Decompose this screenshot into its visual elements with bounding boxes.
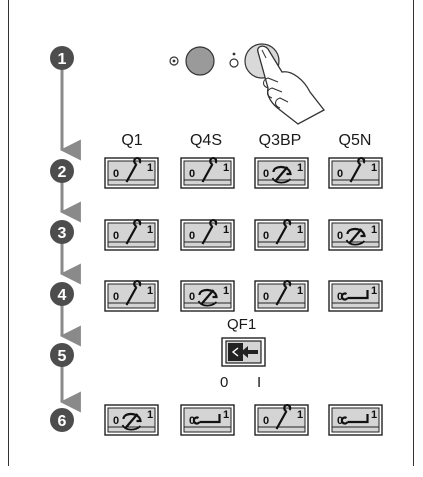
- switch-label-off: 0: [113, 291, 119, 303]
- switch-label-off: 0: [263, 230, 269, 242]
- switch-label-on: 1: [147, 409, 153, 421]
- column-header-q4s: Q4S: [189, 132, 222, 149]
- step-badge-1: 1: [50, 46, 74, 70]
- switch-label-off: 0: [113, 415, 119, 427]
- switch-label-on: 1: [147, 162, 153, 174]
- switch-label-on: 1: [371, 162, 377, 174]
- switch-label-off: 0: [337, 415, 343, 427]
- handle-on-icon: [125, 157, 142, 183]
- switch-label-off: 0: [113, 168, 119, 180]
- lamp-left: [185, 46, 215, 76]
- handle-on-icon: [201, 157, 218, 183]
- step-badge-2: 2: [50, 159, 74, 183]
- step-badge-4: 4: [50, 282, 74, 306]
- switch-label-off: 0: [337, 291, 343, 303]
- step-number-5: 5: [58, 348, 67, 365]
- switch-label-on: 1: [223, 409, 229, 421]
- handle-off-icon: [340, 414, 369, 425]
- step-number-6: 6: [58, 413, 67, 430]
- lamp-on-symbol-icon: [229, 58, 239, 68]
- switch-label-on: 1: [371, 409, 377, 421]
- lamp-off-symbol-icon: [169, 56, 179, 66]
- switch-label-on: 1: [297, 162, 303, 174]
- step-number-2: 2: [58, 164, 67, 181]
- diagram-frame: [8, 0, 414, 466]
- column-header-q3bp: Q3BP: [258, 132, 302, 149]
- handle-turning-icon: [346, 227, 366, 244]
- switch-label-off: 0: [263, 168, 269, 180]
- handle-on-icon: [125, 219, 142, 245]
- breaker-lever: [228, 343, 243, 361]
- switch-label-off: 0: [337, 230, 343, 242]
- switch-label-off: 0: [189, 291, 195, 303]
- switch-label-off: 0: [189, 168, 195, 180]
- switch-label-on: 1: [223, 162, 229, 174]
- switch-label-on: 1: [147, 285, 153, 297]
- switch-label-on: 1: [297, 285, 303, 297]
- rotation-arrow-icon: [345, 239, 366, 246]
- breaker-name: QF1: [227, 316, 257, 333]
- breaker-label-on: I: [257, 374, 262, 391]
- column-header-q5n: Q5N: [338, 132, 372, 149]
- step-badge-6: 6: [50, 408, 74, 432]
- breaker-arrow-icon: [241, 346, 258, 358]
- rotation-arrow-icon: [121, 424, 142, 431]
- switch-label-on: 1: [147, 224, 153, 236]
- handle-off-icon: [340, 290, 369, 301]
- switch-label-on: 1: [223, 224, 229, 236]
- switch-label-on: 1: [371, 285, 377, 297]
- switch-label-off: 0: [189, 415, 195, 427]
- switch-label-off: 0: [263, 291, 269, 303]
- handle-on-icon: [275, 219, 292, 245]
- switch-label-on: 1: [223, 285, 229, 297]
- handle-on-icon: [275, 280, 292, 306]
- step-number-3: 3: [58, 225, 67, 242]
- switch-label-off: 0: [337, 168, 343, 180]
- switch-label-off: 0: [263, 415, 269, 427]
- step-badge-5: 5: [50, 343, 74, 367]
- rotation-arrow-icon: [271, 177, 292, 184]
- switch-label-on: 1: [371, 224, 377, 236]
- step-number-4: 4: [58, 287, 67, 304]
- handle-turning-icon: [122, 412, 142, 429]
- switch-label-off: 0: [113, 230, 119, 242]
- handle-off-icon: [192, 414, 221, 425]
- handle-turning-icon: [272, 165, 292, 182]
- handle-on-icon: [275, 404, 292, 430]
- handle-on-icon: [201, 219, 218, 245]
- reset-lamp-group: [169, 43, 325, 125]
- rotation-arrow-icon: [197, 300, 218, 307]
- step-number-1: 1: [58, 51, 67, 68]
- handle-on-icon: [125, 280, 142, 306]
- breaker-qf1: [221, 337, 266, 367]
- switch-label-on: 1: [297, 224, 303, 236]
- column-header-q1: Q1: [121, 132, 143, 149]
- breaker-label-off: 0: [220, 374, 229, 391]
- handle-on-icon: [349, 157, 366, 183]
- step-badge-3: 3: [50, 220, 74, 244]
- handle-turning-icon: [198, 288, 218, 305]
- pressing-finger-icon: [257, 45, 325, 125]
- switch-label-off: 0: [189, 230, 195, 242]
- switch-label-on: 1: [297, 409, 303, 421]
